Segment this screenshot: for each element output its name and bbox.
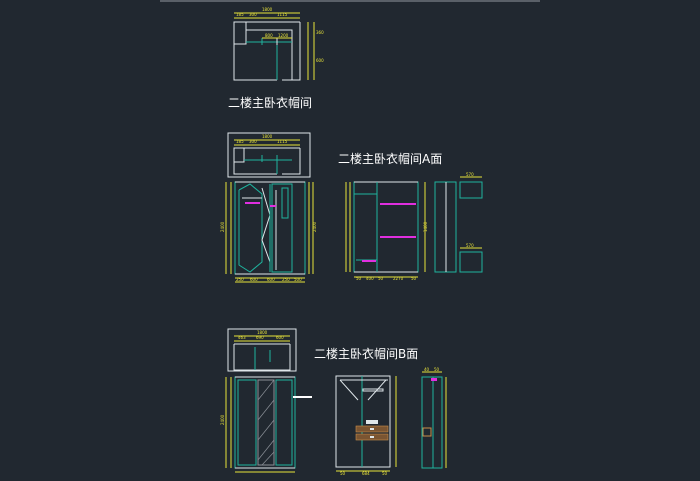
- dim-b-seg-2: 690: [256, 335, 264, 340]
- dim-eb-bottom-1: 50: [340, 471, 346, 476]
- dim-eb-right-2: 50: [434, 367, 440, 372]
- dim-a-bottom-5: 500: [294, 277, 302, 282]
- b-drawers: [355, 420, 389, 441]
- title-elevation-a: 二楼主卧衣帽间A面: [338, 152, 443, 166]
- dim-eb-right-1: 40: [424, 367, 430, 372]
- dim-ea-right: 1400: [423, 221, 428, 232]
- dim-plan-inner-1: 800: [265, 33, 273, 38]
- elevation-b: [335, 375, 397, 472]
- dim-plan-total: 1800: [262, 7, 273, 12]
- a-door-elevation: [225, 181, 314, 283]
- side-section-b: [421, 371, 447, 469]
- dim-plan-seg-1: 185: [236, 12, 244, 17]
- plan-view-b: [227, 328, 297, 372]
- b-door-elevation: [225, 376, 296, 473]
- dim-eb-bottom-2: 684: [362, 471, 370, 476]
- dim-a-seg-1: 185: [236, 139, 244, 144]
- title-plan: 二楼主卧衣帽间: [228, 96, 313, 110]
- elevation-a: [345, 181, 426, 278]
- title-elevation-b: 二楼主卧衣帽间B面: [314, 347, 419, 361]
- dim-plan-right-2: 600: [316, 58, 324, 63]
- dim-plan-seg-2: 300: [249, 12, 257, 17]
- dim-plan-inner-2: 1200: [278, 33, 289, 38]
- top-strip: [160, 0, 540, 2]
- dim-b-left: 2400: [220, 414, 225, 425]
- dim-a-total: 1800: [262, 134, 273, 139]
- dim-a-seg-3: 1115: [277, 139, 288, 144]
- dim-plan-seg-3: 1115: [277, 12, 288, 17]
- dim-b-seg-3: 600: [276, 335, 284, 340]
- dim-a-bottom-2: 600: [250, 277, 258, 282]
- a-elevation-rods: [362, 203, 416, 262]
- dim-ea-bottom-4: 2270: [393, 276, 404, 281]
- plan-view-top: [233, 12, 315, 81]
- dim-a-left: 2400: [220, 221, 225, 232]
- dim-ea-bottom-2: 400: [366, 276, 374, 281]
- dim-ea-bottom-3: 50: [378, 276, 384, 281]
- dim-a-bottom-3: 600: [267, 277, 275, 282]
- b-handle-mark: [293, 396, 312, 398]
- dim-b-seg-1: 463: [238, 335, 246, 340]
- plan-view-a: [227, 132, 311, 178]
- dim-side-top: 570: [466, 172, 474, 177]
- side-section-a: [434, 176, 483, 273]
- dim-ea-bottom-1: 50: [356, 276, 362, 281]
- dim-eb-bottom-3: 50: [382, 471, 388, 476]
- dim-plan-right-1: 360: [316, 30, 324, 35]
- dim-side-mid: 570: [466, 243, 474, 248]
- b-side-magenta: [431, 378, 437, 381]
- dim-a-bottom-4: 250: [282, 277, 290, 282]
- dim-a-right: 2400: [312, 221, 317, 232]
- dim-a-seg-2: 300: [249, 139, 257, 144]
- dim-a-bottom-1: 250: [236, 277, 244, 282]
- a-magenta-rods: [245, 202, 276, 207]
- dim-b-total: 1800: [257, 330, 268, 335]
- dim-ea-bottom-5: 50: [411, 276, 417, 281]
